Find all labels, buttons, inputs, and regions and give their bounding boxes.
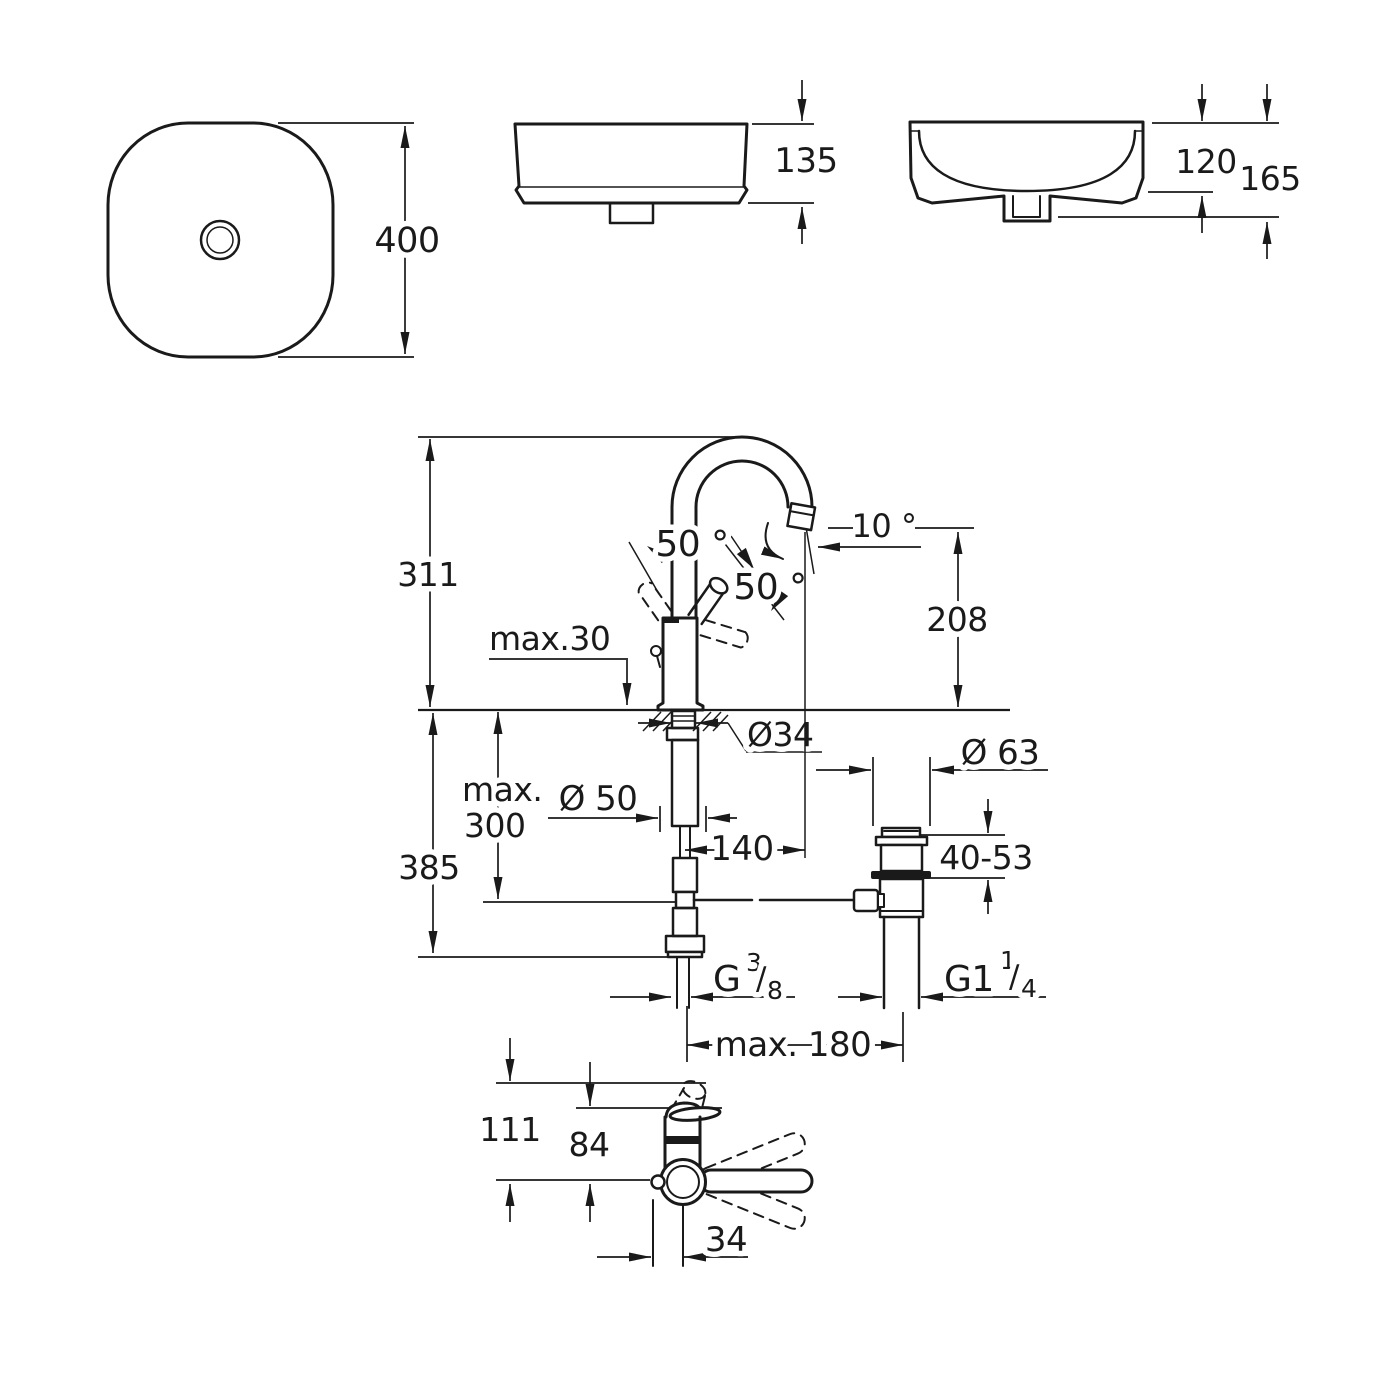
thread-lines [672,715,695,722]
popup-knob-stem [656,655,661,668]
dim-label-max-spacing: max. 180 [715,1025,872,1065]
extension-lines [278,122,414,358]
basin-outline [513,122,749,205]
angle-arc-arrow [760,522,784,560]
basin-side-view: 120 165 [908,84,1307,259]
dim-label-hose-clearance: Ø 50 [559,779,638,819]
extension-lines [1058,122,1279,218]
dim-label-max-hose-2: 300 [464,806,526,845]
waste-tailpipe [882,915,921,1010]
drain-stub [608,201,655,225]
dim-label-basin-width: 400 [374,221,439,261]
extension-lines [686,1006,904,1062]
pivot-inner [666,1165,700,1199]
thread-denominator: 4 [1021,974,1036,1003]
body-lines-below [652,1199,684,1267]
angle-arrow-icon [736,547,754,569]
dim-label-max-deck: max.30 [489,619,610,658]
thread-prefix: G1 [944,959,994,1000]
extension-lines [659,806,707,832]
basin-front-view: 135 [513,80,844,244]
dim-label-swing-left: 50 ° [655,524,728,565]
thread-slash: / [756,961,767,997]
lever-solid [698,1168,814,1194]
spout-arc-outer [670,435,814,509]
dim-label-shank-diameter: Ø34 [747,715,813,754]
faucet-body [656,616,705,712]
thread-denominator: 8 [767,976,782,1005]
riser-tube [670,505,698,620]
dim-label-spout-reach: 140 [710,829,773,869]
waste-thread-label: G1 1 / 4 [939,941,1043,1009]
dim-label-spout-angle: 10 ° [852,507,917,545]
drain-stub-inner [1012,195,1041,218]
lever-solid [687,576,729,626]
extension-lines [872,757,931,826]
supply-pipe [676,956,690,1009]
thread-prefix: G [713,959,740,1000]
dim-label-max-hose-1: max. [462,770,542,809]
lever-raised-dashed [700,1095,706,1113]
reference-lines [920,834,1005,879]
dim-label-clamp-range: 40-53 [939,838,1032,877]
supply-thread-label: G 3 / 8 [708,943,789,1011]
dim-label-waste-diameter: Ø 63 [961,733,1040,773]
dim-label-spout-height: 208 [926,600,988,639]
threaded-shank [670,709,697,730]
dim-label-handle-raised: 111 [479,1110,541,1149]
lever-dashed-right [699,618,749,649]
flex-hose-middle [671,856,699,894]
dim-label-bowl-depth: 120 [1175,142,1237,181]
angle-arrow-icon [647,546,669,564]
lever-base [663,617,679,623]
pivot-knob-icon [650,1174,666,1190]
basin-outline [106,121,335,359]
angle-arrow-icon [771,589,789,611]
bowl-curve [917,129,1137,193]
handle-detail-view: 111 84 34 [474,1038,814,1267]
leader-line [727,722,822,753]
spout-outlet [786,502,817,532]
extension-lines [748,123,814,204]
dim-label-height-above-deck: 311 [397,555,459,594]
hose-neck [679,825,691,859]
drain-hole-inner-icon [206,226,234,254]
basin-top-view: 400 [106,121,446,359]
lever-dashed-left [637,581,673,622]
dim-label-body-height: 84 [569,1125,610,1164]
flex-hose-lower [671,906,699,938]
flex-hose-upper [670,738,700,828]
spout-arc-inner [694,459,790,509]
dim-label-swing-right: 50 ° [733,567,806,608]
dim-label-total-height: 165 [1239,159,1301,198]
rod-tee-fitting [674,890,696,910]
basin-section-outline [908,120,1145,223]
popup-waste-assembly [852,826,931,1010]
popup-knob-icon [650,645,662,657]
dim-label-below-deck: 385 [398,848,460,887]
handle-cap-brim [668,1106,722,1122]
dim-label-basin-height: 135 [774,141,837,181]
dim-label-handle-offset: 34 [705,1220,747,1260]
hose-end-nut [664,934,706,954]
handle-body-band [664,1136,701,1144]
drain-hole-icon [199,219,241,261]
thread-slash: / [1009,959,1020,995]
faucet-front-view: 311 max.30 50 ° 50 ° 10 ° 208 Ø34 [392,435,1048,1071]
